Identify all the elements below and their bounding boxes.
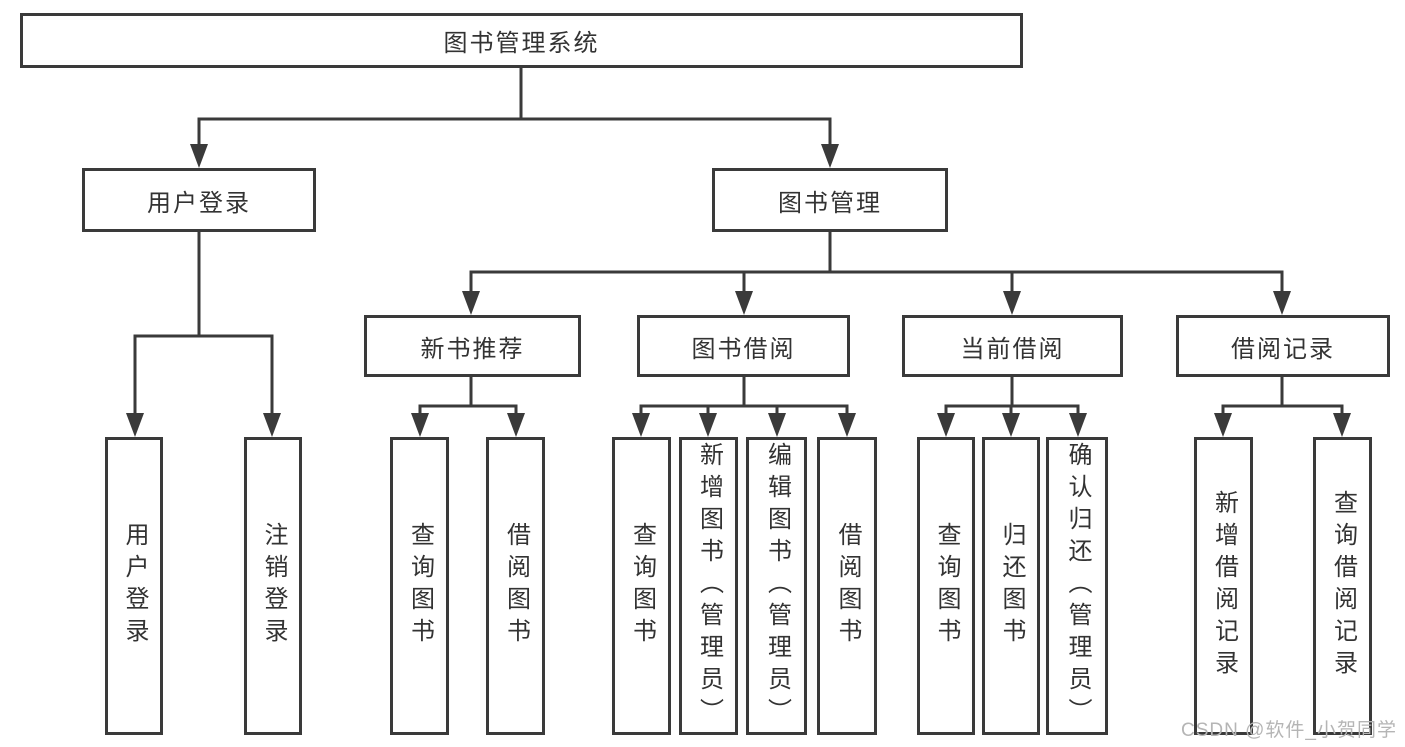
leaf-label: 编辑图书（管理员） [763,442,791,730]
node-label: 借阅记录 [1231,335,1335,363]
node-label: 图书管理系统 [443,30,600,57]
leaf-label: 用户登录 [121,522,148,650]
leaf-recommend-borrow-book: 借阅图书 [486,437,545,735]
leaf-current-return-book: 归还图书 [982,437,1040,735]
node-borrow-records: 借阅记录 [1176,315,1390,377]
leaf-label: 查询图书 [406,522,434,650]
node-root-library-system: 图书管理系统 [20,13,1023,68]
leaf-label: 新增借阅记录 [1210,490,1238,682]
leaf-current-query-book: 查询图书 [917,437,975,735]
leaf-label: 查询图书 [933,522,960,650]
leaf-label: 新增图书（管理员） [695,442,723,730]
leaf-recommend-query-book: 查询图书 [390,437,449,735]
leaf-label: 查询图书 [628,522,656,650]
leaf-label: 查询借阅记录 [1329,490,1357,682]
node-book-borrow: 图书借阅 [637,315,850,377]
csdn-watermark: CSDN @软件_小贺同学 [1181,720,1397,741]
node-book-management: 图书管理 [712,168,948,232]
leaf-label: 借阅图书 [502,522,530,650]
leaf-label: 确认归还（管理员） [1064,442,1091,730]
node-new-book-recommend: 新书推荐 [364,315,581,377]
node-label: 图书管理 [778,189,882,217]
node-label: 当前借阅 [960,335,1065,363]
leaf-borrow-add-book-admin: 新增图书（管理员） [679,437,738,735]
leaf-current-confirm-return-admin: 确认归还（管理员） [1046,437,1108,735]
node-label: 图书借阅 [691,335,796,363]
leaf-label: 注销登录 [260,522,287,650]
leaf-records-query-record: 查询借阅记录 [1313,437,1372,735]
leaf-borrow-query-book: 查询图书 [612,437,671,735]
node-user-login: 用户登录 [82,168,316,232]
leaf-user-login: 用户登录 [105,437,163,735]
node-label: 用户登录 [147,189,251,217]
leaf-records-add-record: 新增借阅记录 [1194,437,1253,735]
leaf-logout-login: 注销登录 [244,437,302,735]
node-current-borrow: 当前借阅 [902,315,1123,377]
leaf-borrow-edit-book-admin: 编辑图书（管理员） [746,437,807,735]
leaf-borrow-borrow-book: 借阅图书 [817,437,877,735]
leaf-label: 归还图书 [998,522,1025,650]
arrowheads [126,144,1351,437]
node-label: 新书推荐 [420,335,525,363]
leaf-label: 借阅图书 [834,522,861,650]
